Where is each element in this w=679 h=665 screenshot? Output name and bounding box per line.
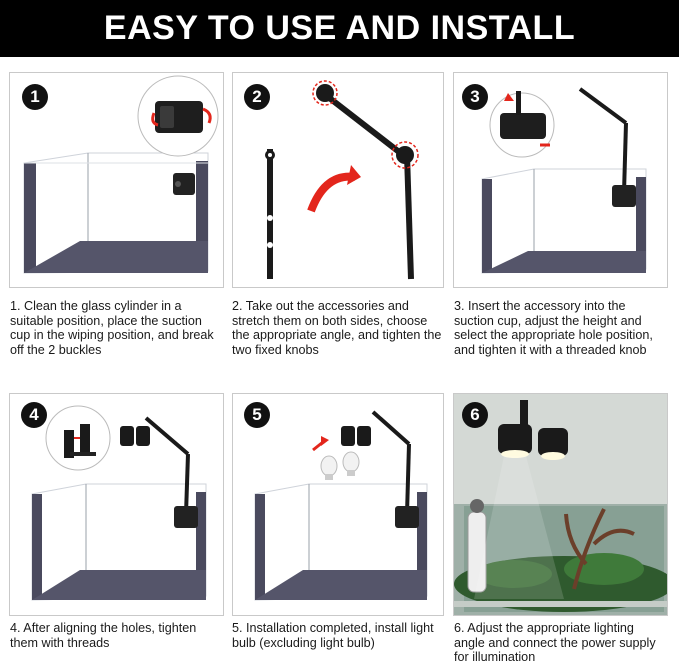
- step-5-caption: 5. Installation completed, install light…: [232, 621, 434, 650]
- page-title: EASY TO USE AND INSTALL: [0, 0, 679, 57]
- step-6-panel: 6: [453, 393, 668, 616]
- step-1-illustration: [23, 75, 219, 274]
- step-3-caption: 3. Insert the accessory into the suction…: [454, 299, 653, 357]
- step-3-number: 3: [462, 84, 488, 110]
- step-6-caption: 6. Adjust the appropriate lighting angle…: [454, 621, 656, 665]
- step-3-panel: 3: [453, 72, 668, 288]
- step-5-panel: 5: [232, 393, 444, 616]
- step-4-illustration: [31, 405, 207, 601]
- step-5-number: 5: [244, 402, 270, 428]
- step-3-illustration: [481, 87, 647, 274]
- step-5-illustration: [254, 410, 428, 601]
- step-1-caption: 1. Clean the glass cylinder in a suitabl…: [10, 299, 214, 357]
- step-6-photo: [454, 394, 667, 615]
- step-1-number: 1: [22, 84, 48, 110]
- step-2-caption: 2. Take out the accessories and stretch …: [232, 299, 442, 357]
- step-1-panel: 1: [9, 72, 224, 288]
- step-2-number: 2: [244, 84, 270, 110]
- step-4-caption: 4. After aligning the holes, tighten the…: [10, 621, 197, 650]
- step-6-number: 6: [462, 402, 488, 428]
- step-2-panel: 2: [232, 72, 444, 288]
- step-2-illustration: [265, 80, 419, 280]
- step-4-panel: 4: [9, 393, 224, 616]
- step-4-number: 4: [21, 402, 47, 428]
